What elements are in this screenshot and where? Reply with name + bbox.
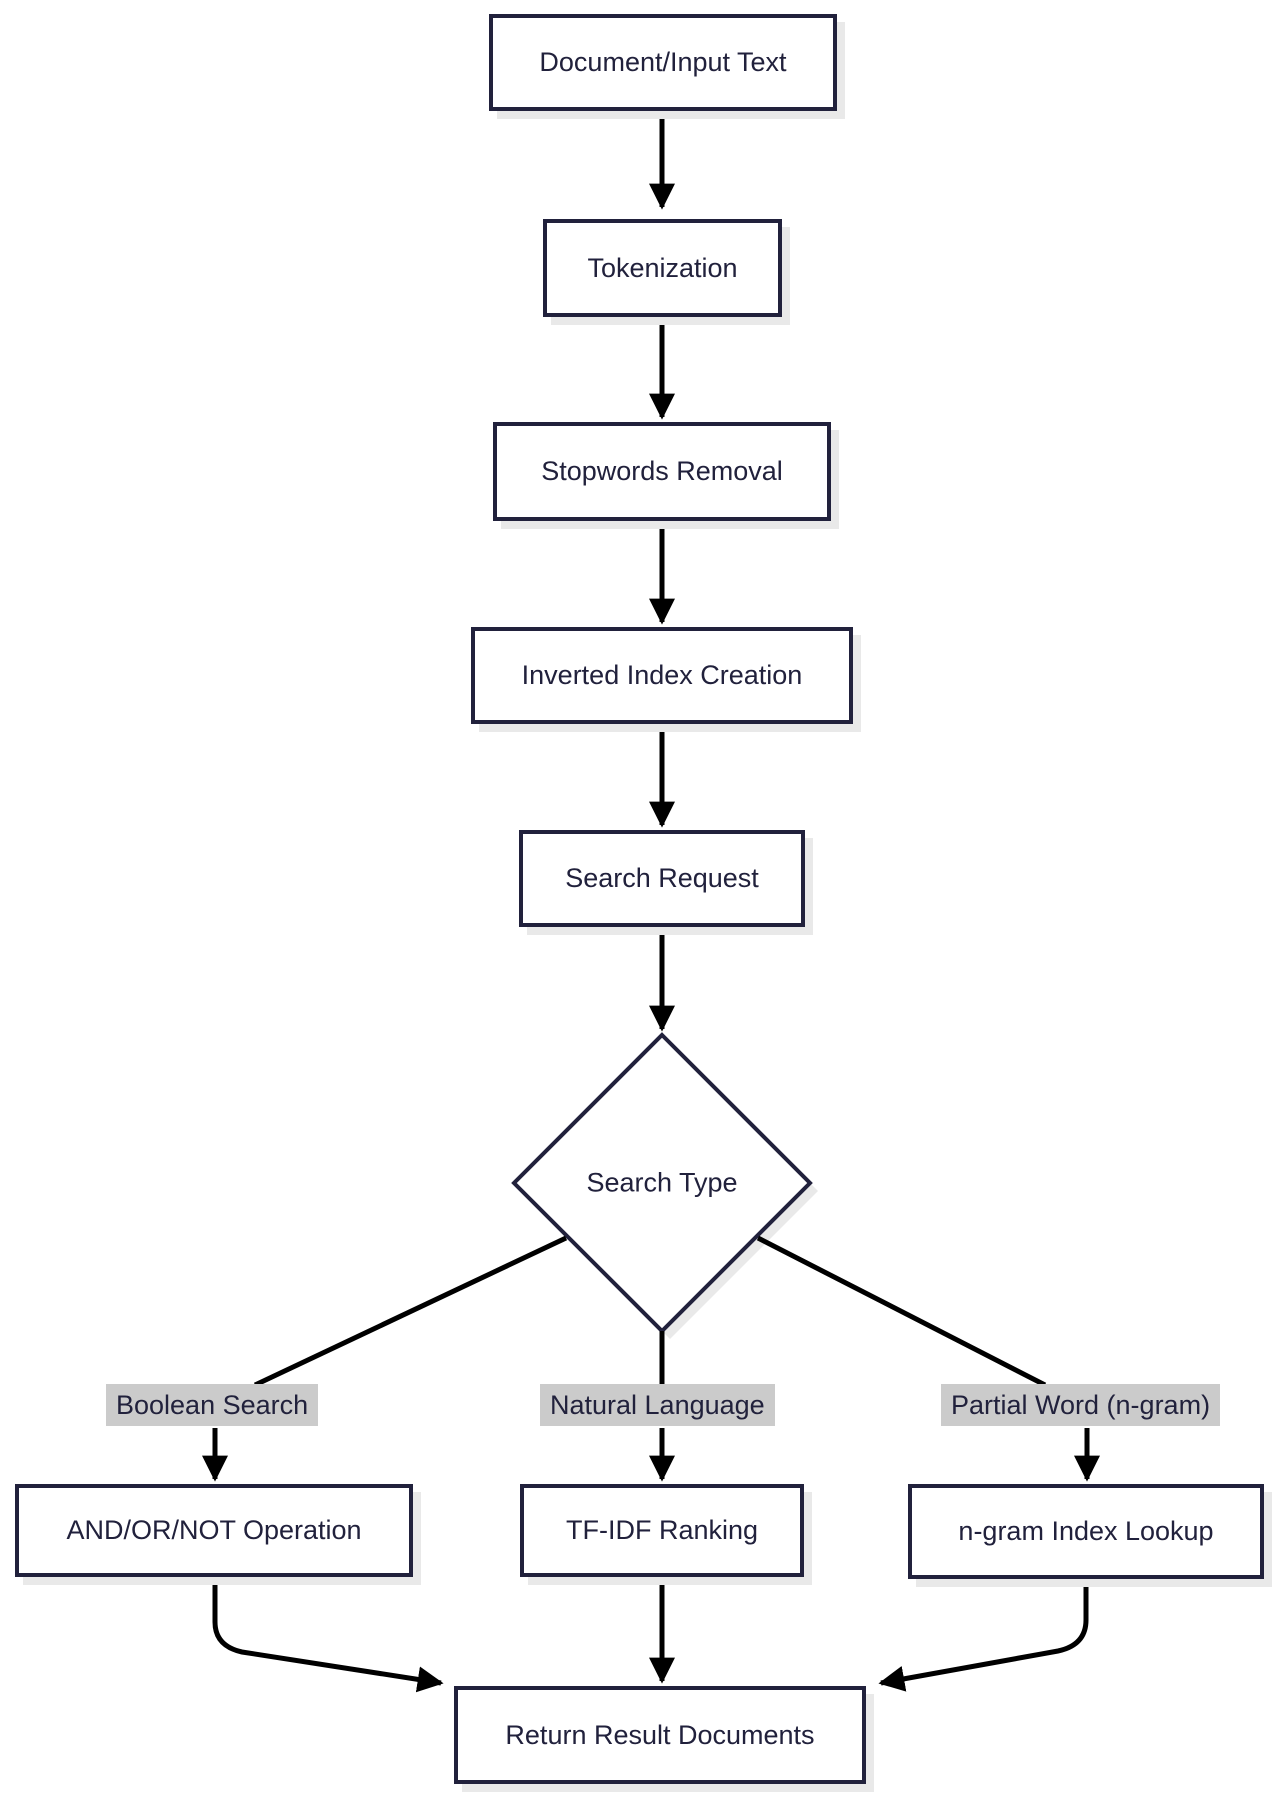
line-searchtype-to-boolean-label	[253, 1235, 568, 1388]
node-search-request: Search Request	[519, 830, 805, 927]
node-ngram-index-lookup: n-gram Index Lookup	[908, 1484, 1264, 1579]
node-search-type-label: Search Type	[586, 1167, 738, 1198]
line-searchtype-to-partial-label	[756, 1235, 1047, 1388]
arrow-ngramlookup-to-return	[878, 1579, 1089, 1692]
node-inverted-index-creation: Inverted Index Creation	[471, 627, 853, 724]
edge-label-natural-language: Natural Language	[540, 1384, 775, 1426]
node-stopwords-removal: Stopwords Removal	[493, 422, 831, 521]
edge-label-partial-word-ngram: Partial Word (n-gram)	[941, 1384, 1221, 1426]
edge-label-boolean-search: Boolean Search	[106, 1384, 319, 1426]
node-and-or-not-operation: AND/OR/NOT Operation	[15, 1484, 413, 1577]
node-return-result-documents: Return Result Documents	[454, 1686, 866, 1784]
arrow-andornot-to-return	[212, 1577, 444, 1693]
node-tfidf-ranking: TF-IDF Ranking	[520, 1484, 804, 1577]
node-tokenization: Tokenization	[543, 219, 782, 317]
node-document-input-text: Document/Input Text	[489, 14, 837, 111]
